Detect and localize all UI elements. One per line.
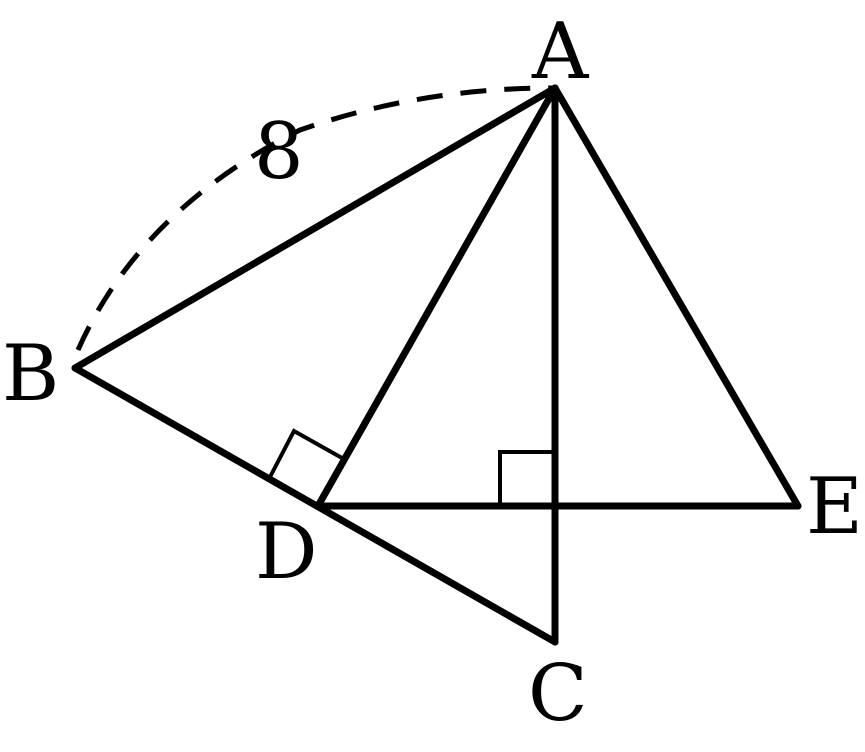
label-a: A <box>531 7 590 97</box>
segment-ad <box>314 84 559 510</box>
label-e: E <box>806 462 863 552</box>
right-angle-mark-ac-de <box>498 450 553 506</box>
label-b: B <box>2 329 59 419</box>
length-label-ab: 8 <box>254 107 304 197</box>
arc-ab-dashed <box>75 85 553 352</box>
right-angle-mark-d <box>268 428 343 478</box>
segment-ab <box>71 84 559 372</box>
label-c: C <box>528 649 588 739</box>
segment-ae <box>551 84 802 510</box>
label-d: D <box>255 507 318 597</box>
